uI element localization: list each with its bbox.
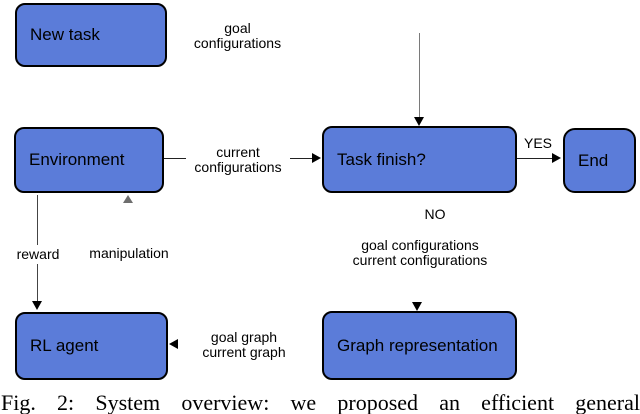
edge-label-no: NO xyxy=(424,206,446,222)
edge-label-line: current configurations xyxy=(352,252,488,268)
edge-label-manipulation: manipulation xyxy=(89,245,169,261)
edge-label-reward: reward xyxy=(13,245,63,264)
edge-label-line: current xyxy=(216,144,260,160)
edge-label-current-configurations: current configurations xyxy=(186,143,290,177)
edge-label-goal-current-configurations: goal configurations current configuratio… xyxy=(340,238,500,268)
edge-down-into-task-finish xyxy=(419,33,420,119)
node-task-finish-label: Task finish? xyxy=(337,149,426,169)
edge-task-finish-to-end xyxy=(517,158,556,159)
node-new-task-label: New task xyxy=(30,25,100,44)
node-new-task: New task xyxy=(15,3,167,67)
node-graph-representation-label: Graph representation xyxy=(337,335,498,355)
edge-label-line: current graph xyxy=(202,344,286,360)
arrowhead-into-graph-representation-icon xyxy=(412,302,422,311)
arrowhead-into-rl-agent-top-icon xyxy=(32,301,42,310)
node-environment: Environment xyxy=(14,127,164,193)
node-end-label: End xyxy=(578,150,609,170)
arrowhead-into-task-finish-top-icon xyxy=(414,117,424,126)
edge-label-goal-configurations: goal configurations xyxy=(185,21,290,51)
node-task-finish: Task finish? xyxy=(322,126,517,193)
edge-label-line: configurations xyxy=(193,35,282,51)
node-graph-representation: Graph representation xyxy=(322,311,517,380)
edge-label-goal-current-graph: goal graph current graph xyxy=(194,330,294,360)
node-rl-agent: RL agent xyxy=(15,312,168,380)
arrowhead-manipulation-into-environment-icon xyxy=(123,195,133,203)
edge-label-yes: YES xyxy=(523,135,552,151)
edge-label-line: goal configurations xyxy=(361,237,479,253)
arrowhead-into-rl-agent-right-icon xyxy=(169,339,178,349)
edge-label-line: goal xyxy=(224,20,251,36)
arrowhead-into-task-finish-left-icon xyxy=(312,153,321,163)
edge-label-line: goal graph xyxy=(210,329,278,345)
node-environment-label: Environment xyxy=(29,150,125,169)
node-rl-agent-label: RL agent xyxy=(30,336,99,355)
node-end: End xyxy=(563,128,636,193)
figure-caption: Fig. 2: System overview: we proposed an … xyxy=(1,390,640,414)
arrowhead-into-end-icon xyxy=(552,153,561,163)
edge-label-line: configurations xyxy=(194,159,282,175)
